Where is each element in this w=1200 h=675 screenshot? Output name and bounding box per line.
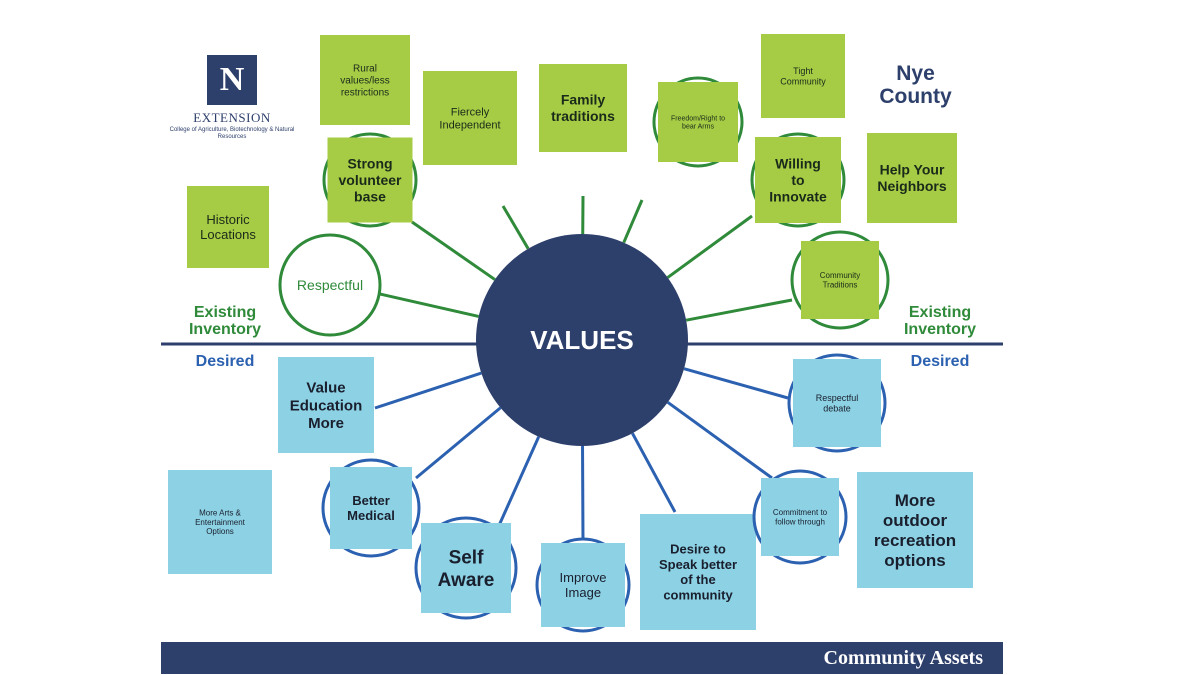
spoke-desired [415,406,502,480]
spoke-existing [501,205,530,250]
existing-label-right: Existing Inventory [903,304,976,338]
spoke-existing [622,199,644,244]
desired-node-box [278,357,374,453]
spoke-existing [379,292,479,318]
spoke-existing [666,214,753,279]
existing-node-box [761,34,845,118]
spoke-desired [374,371,482,410]
desired-node-box [857,472,973,588]
logo-mark: N [207,55,257,105]
existing-node-box [423,71,517,165]
existing-node-box [801,241,879,319]
desired-node-box [793,359,881,447]
desired-label-left: Desired [195,353,255,370]
desired-node-box [421,523,511,613]
spoke-existing [411,220,496,281]
values-hub-label: VALUES [530,325,634,355]
existing-label-left: Existing Inventory [188,304,261,338]
existing-node-ring [278,233,382,337]
spoke-desired [666,401,773,480]
existing-node-box [755,137,841,223]
spoke-desired [683,367,789,400]
desired-node-box [640,514,756,630]
existing-node-box [658,82,738,162]
existing-node: Respectful [278,233,382,337]
desired-node-box [541,543,625,627]
logo-name: EXTENSION [193,110,271,125]
existing-node-box [539,64,627,152]
logo-subtitle: College of Agriculture, Biotechnology & … [169,127,295,140]
desired-node-box [168,470,272,574]
county-title: Nye County [879,62,952,108]
existing-node-box [867,133,957,223]
existing-node-box [327,137,413,223]
desired-node-box [761,478,839,556]
spoke-desired [631,432,677,513]
footer-title: Community Assets [823,647,983,669]
desired-node-box [330,467,412,549]
desired-label-right: Desired [910,353,970,370]
existing-node-box [187,186,269,268]
values-hub [476,234,688,446]
existing-node-box [320,35,410,125]
spoke-existing [685,298,793,322]
spoke-desired [495,436,541,531]
footer-bar: Community Assets [161,642,1003,674]
existing-node-label: Respectful [297,277,363,293]
